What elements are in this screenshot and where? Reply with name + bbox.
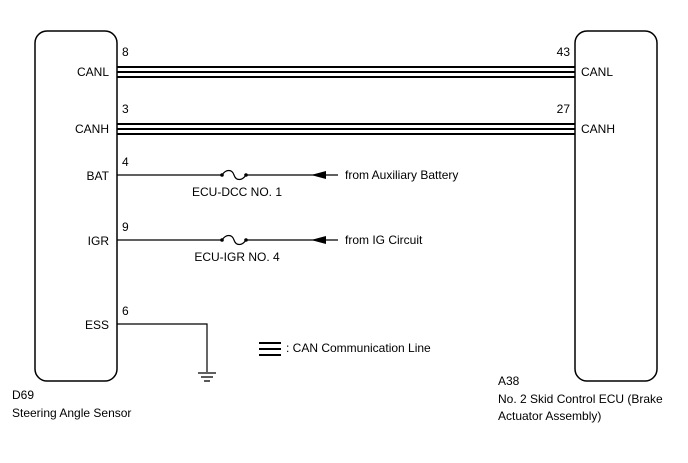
left-pin-number-bat: 4 (122, 155, 129, 169)
legend-text: : CAN Communication Line (286, 341, 431, 355)
right-component-name-line2: Actuator Assembly) (498, 409, 601, 423)
right-pin-number-canh: 27 (557, 102, 571, 116)
left-pin-label-bat: BAT (87, 169, 110, 183)
fuse-name-2: ECU-IGR NO. 4 (194, 250, 280, 264)
left-component-box (34, 30, 118, 382)
canl-bus-line (117, 66, 575, 78)
left-pin-number-igr: 9 (122, 220, 129, 234)
bat-wire (117, 169, 338, 181)
right-component-name-line1: No. 2 Skid Control ECU (Brake (498, 392, 663, 406)
left-component-code: D69 (12, 388, 34, 402)
source-label-1: from Auxiliary Battery (345, 168, 458, 182)
canh-bus-line (117, 123, 575, 135)
legend-can-symbol (259, 342, 281, 356)
source-label-2: from IG Circuit (345, 233, 423, 247)
left-pin-number-canh: 3 (122, 102, 129, 116)
left-pin-label-ess: ESS (85, 318, 109, 332)
fuse-symbol-2 (221, 234, 247, 246)
left-component-name: Steering Angle Sensor (12, 406, 131, 420)
right-component-box (574, 30, 658, 382)
right-pin-number-canl: 43 (557, 45, 571, 59)
fuse-symbol-1 (221, 169, 247, 181)
ess-ground-wire (117, 323, 216, 382)
arrow-icon (311, 236, 326, 244)
left-pin-label-canl: CANL (77, 65, 109, 79)
igr-wire (117, 234, 338, 246)
left-pin-label-canh: CANH (75, 122, 109, 136)
left-pin-label-igr: IGR (88, 234, 110, 248)
left-pin-number-ess: 6 (122, 304, 129, 318)
left-pin-number-canl: 8 (122, 45, 129, 59)
fuse-name-1: ECU-DCC NO. 1 (192, 185, 282, 199)
arrow-icon (311, 171, 326, 179)
right-pin-label-canh: CANH (581, 122, 615, 136)
right-pin-label-canl: CANL (581, 65, 613, 79)
right-component-code: A38 (498, 374, 520, 388)
